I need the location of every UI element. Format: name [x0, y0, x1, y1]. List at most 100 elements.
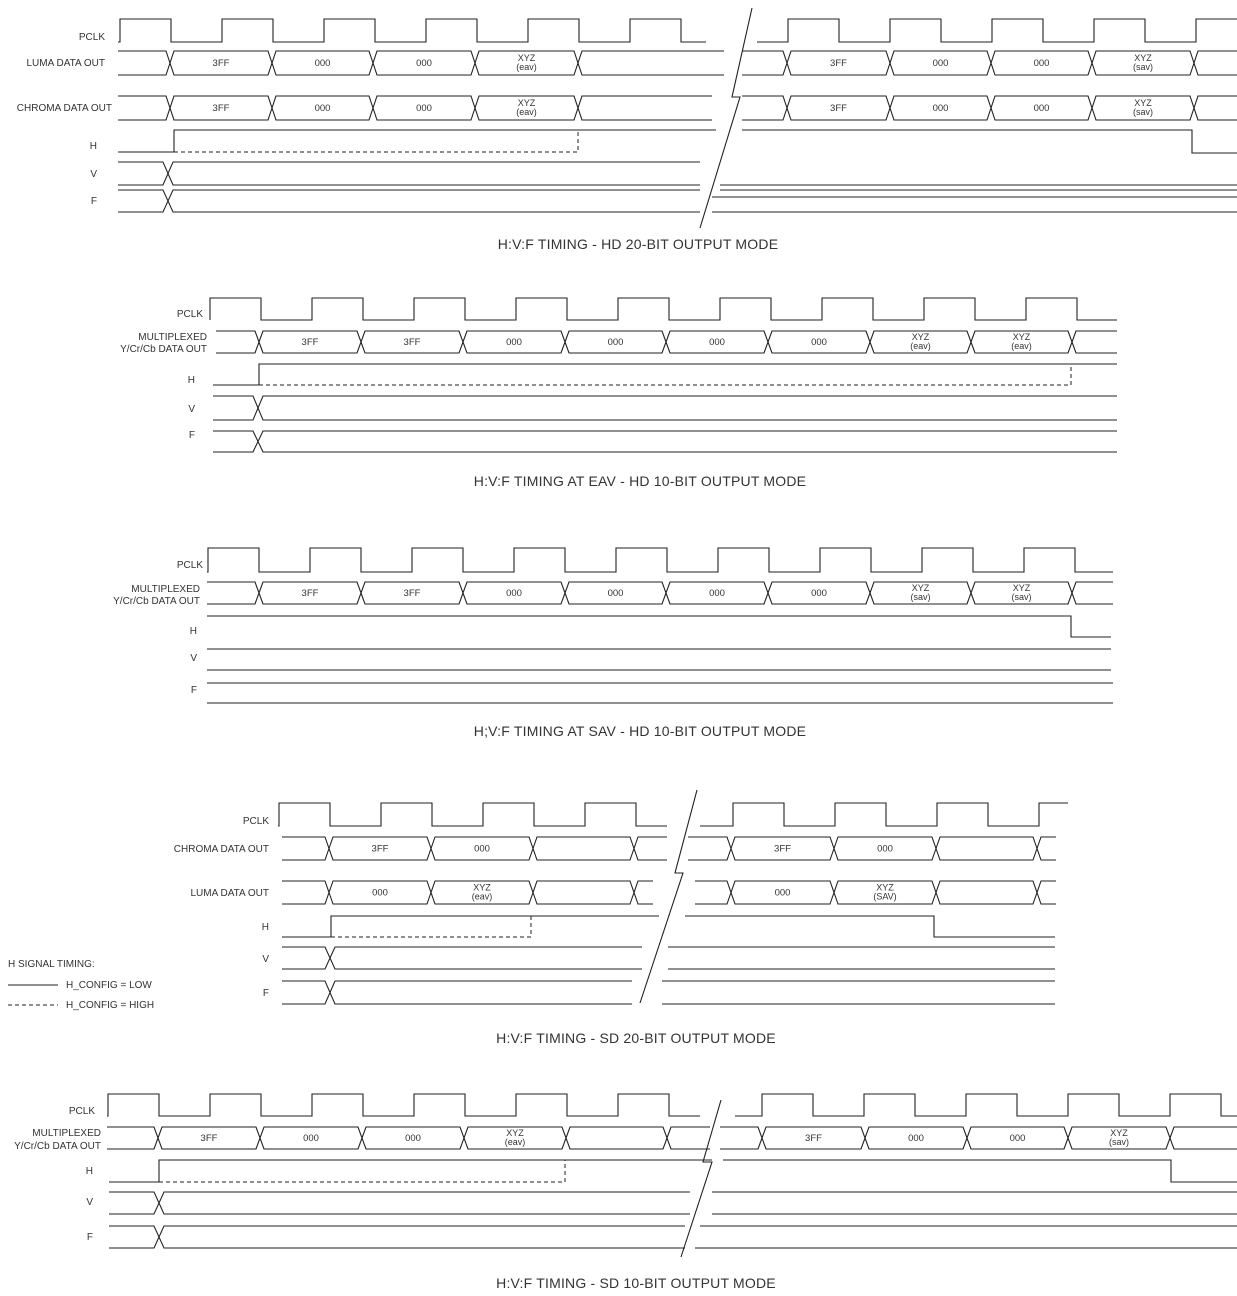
h-waveform: [213, 363, 1117, 386]
h-waveform-left: [109, 1159, 712, 1183]
data-bus-top: [216, 330, 1117, 344]
data-cell-label: XYZ: [1134, 53, 1152, 63]
data-cell-label: (sav): [1109, 1137, 1129, 1147]
data-cell-label: 000: [908, 1133, 924, 1144]
data-cell-label: 000: [416, 103, 432, 114]
data-cell-label: 000: [1034, 58, 1050, 69]
pclk-waveform-right: [757, 18, 1237, 43]
data-bus-right-top: [720, 1126, 1237, 1140]
luma-bus-right-bottom: [742, 61, 1237, 76]
data-cell-label: (sav): [1012, 592, 1032, 602]
luma-bus-right-top: [742, 50, 1237, 65]
data-label: Y/Cr/Cb DATA OUT: [14, 1141, 101, 1152]
diagram-caption: H:V:F TIMING AT EAV - HD 10-BIT OUTPUT M…: [474, 473, 806, 489]
f-label: F: [263, 988, 269, 999]
data-cell-label: XYZ: [1013, 332, 1031, 342]
data-cell-label: XYZ: [1013, 583, 1031, 593]
v-waveform-left-a: [109, 1191, 690, 1215]
v-label: V: [90, 169, 97, 180]
h-label: H: [188, 375, 195, 386]
break-symbol: [639, 789, 698, 1004]
waveform-labels: PCLK LUMA DATA OUT CHROMA DATA OUT H V F 3FF 00…: [8, 32, 1153, 1291]
chroma-bus-right-bottom: [742, 106, 1237, 121]
chroma-bus-left-bottom: [282, 846, 667, 861]
data-cell-label: XYZ: [876, 883, 894, 893]
data-cell-label: (sav): [1133, 62, 1153, 72]
pclk-waveform-right: [735, 1093, 1237, 1117]
data-cell-label: XYZ: [1110, 1128, 1128, 1138]
f-waveform-left-b: [282, 980, 632, 1005]
data-cell-label: 3FF: [404, 588, 421, 599]
v-waveform-left-a: [118, 161, 700, 186]
chroma-label: CHROMA DATA OUT: [174, 844, 269, 855]
data-cell-label: 000: [405, 1133, 421, 1144]
data-cell-label: 000: [372, 888, 388, 899]
data-cell-label: XYZ: [1134, 98, 1152, 108]
luma-label: LUMA DATA OUT: [190, 888, 269, 899]
data-bus-right-bottom: [720, 1136, 1237, 1150]
v-waveform-left-a: [282, 946, 642, 970]
data-bus-top: [207, 581, 1113, 595]
h-label: H: [190, 626, 197, 637]
pclk-waveform-left: [107, 1093, 700, 1117]
h-waveform-left: [118, 129, 716, 153]
h-label: H: [86, 1166, 93, 1177]
data-cell-label: XYZ: [912, 583, 930, 593]
f-label: F: [191, 685, 197, 696]
data-bus-bottom: [207, 591, 1113, 605]
chroma-bus-left-top: [118, 95, 712, 110]
data-cell-label: (sav): [911, 592, 931, 602]
v-label: V: [86, 1197, 93, 1208]
data-cell-label: 000: [506, 588, 522, 599]
f-waveform-left-a: [118, 189, 700, 213]
data-cell-label: 3FF: [213, 103, 230, 114]
data-cell-label: (eav): [472, 892, 493, 902]
pclk-label: PCLK: [177, 309, 203, 320]
v-label: V: [188, 404, 195, 415]
pclk-waveform: [207, 547, 1113, 573]
data-cell-label: 000: [608, 588, 624, 599]
waveform-wires: [8, 7, 1237, 1258]
data-cell-label: 3FF: [830, 58, 847, 69]
data-cell-label: 000: [506, 337, 522, 348]
data-cell-label: (eav): [516, 62, 537, 72]
data-cell-label: 000: [416, 58, 432, 69]
chroma-bus-right-bottom: [688, 846, 1056, 861]
h-waveform-right: [742, 129, 1237, 154]
data-label: Y/Cr/Cb DATA OUT: [113, 596, 200, 607]
f-waveform-b: [213, 430, 1117, 453]
data-cell-label: XYZ: [473, 883, 491, 893]
data-cell-label: 000: [709, 337, 725, 348]
v-waveform-a: [213, 395, 1117, 421]
data-label: MULTIPLEXED: [138, 332, 207, 343]
data-cell-label: (SAV): [873, 892, 896, 902]
luma-bus-right-bottom: [695, 890, 1056, 905]
h-waveform-right: [723, 1159, 1237, 1183]
diagram-caption: H:V:F TIMING - SD 10-BIT OUTPUT MODE: [496, 1275, 776, 1291]
v-waveform-left-b: [118, 161, 700, 186]
data-cell-label: XYZ: [518, 98, 536, 108]
data-cell-label: 000: [1010, 1133, 1026, 1144]
data-cell-label: 3FF: [805, 1133, 822, 1144]
h-waveform-left: [282, 915, 659, 938]
data-cell-label: XYZ: [506, 1128, 524, 1138]
break-symbol: [680, 1099, 722, 1258]
luma-bus-left-bottom: [118, 61, 724, 76]
h-waveform: [207, 615, 1111, 638]
h-waveform-dashed: [259, 364, 1072, 386]
diagram-caption: H;V:F TIMING AT SAV - HD 10-BIT OUTPUT M…: [474, 723, 806, 739]
data-bus-left-top: [107, 1126, 710, 1140]
data-cell-label: (eav): [1011, 341, 1032, 351]
v-label: V: [262, 954, 269, 965]
data-cell-label: 3FF: [201, 1133, 218, 1144]
pclk-label: PCLK: [69, 1106, 95, 1117]
h-waveform-dashed: [331, 916, 532, 938]
f-waveform-left-b: [118, 189, 700, 213]
data-label: MULTIPLEXED: [131, 584, 200, 595]
v-waveform-left-b: [109, 1191, 690, 1215]
data-cell-label: 000: [474, 844, 490, 855]
v-waveform-left-b: [282, 946, 642, 970]
v-waveform-b: [213, 395, 1117, 421]
data-cell-label: 3FF: [830, 103, 847, 114]
luma-bus-right-top: [695, 880, 1056, 895]
